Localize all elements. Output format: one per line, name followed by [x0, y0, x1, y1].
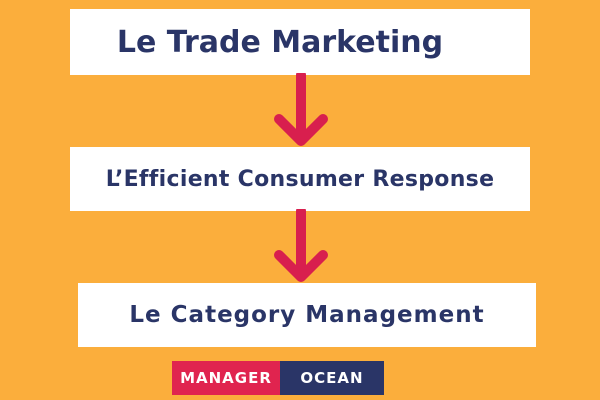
step-label: Le Trade Marketing — [116, 24, 444, 60]
logo-right-part: OCEAN — [280, 361, 384, 395]
step-label: L’Efficient Consumer Response — [105, 166, 495, 192]
manager-ocean-logo: MANAGER OCEAN — [172, 361, 384, 395]
step-label: Le Category Management — [129, 302, 485, 328]
step-box-trade-marketing: Le Trade Marketing — [70, 9, 530, 75]
arrow-down-icon — [274, 209, 328, 282]
logo-left-part: MANAGER — [172, 361, 280, 395]
step-box-category-management: Le Category Management — [78, 283, 536, 347]
arrow-down-icon — [274, 73, 328, 146]
step-box-efficient-consumer-response: L’Efficient Consumer Response — [70, 147, 530, 211]
